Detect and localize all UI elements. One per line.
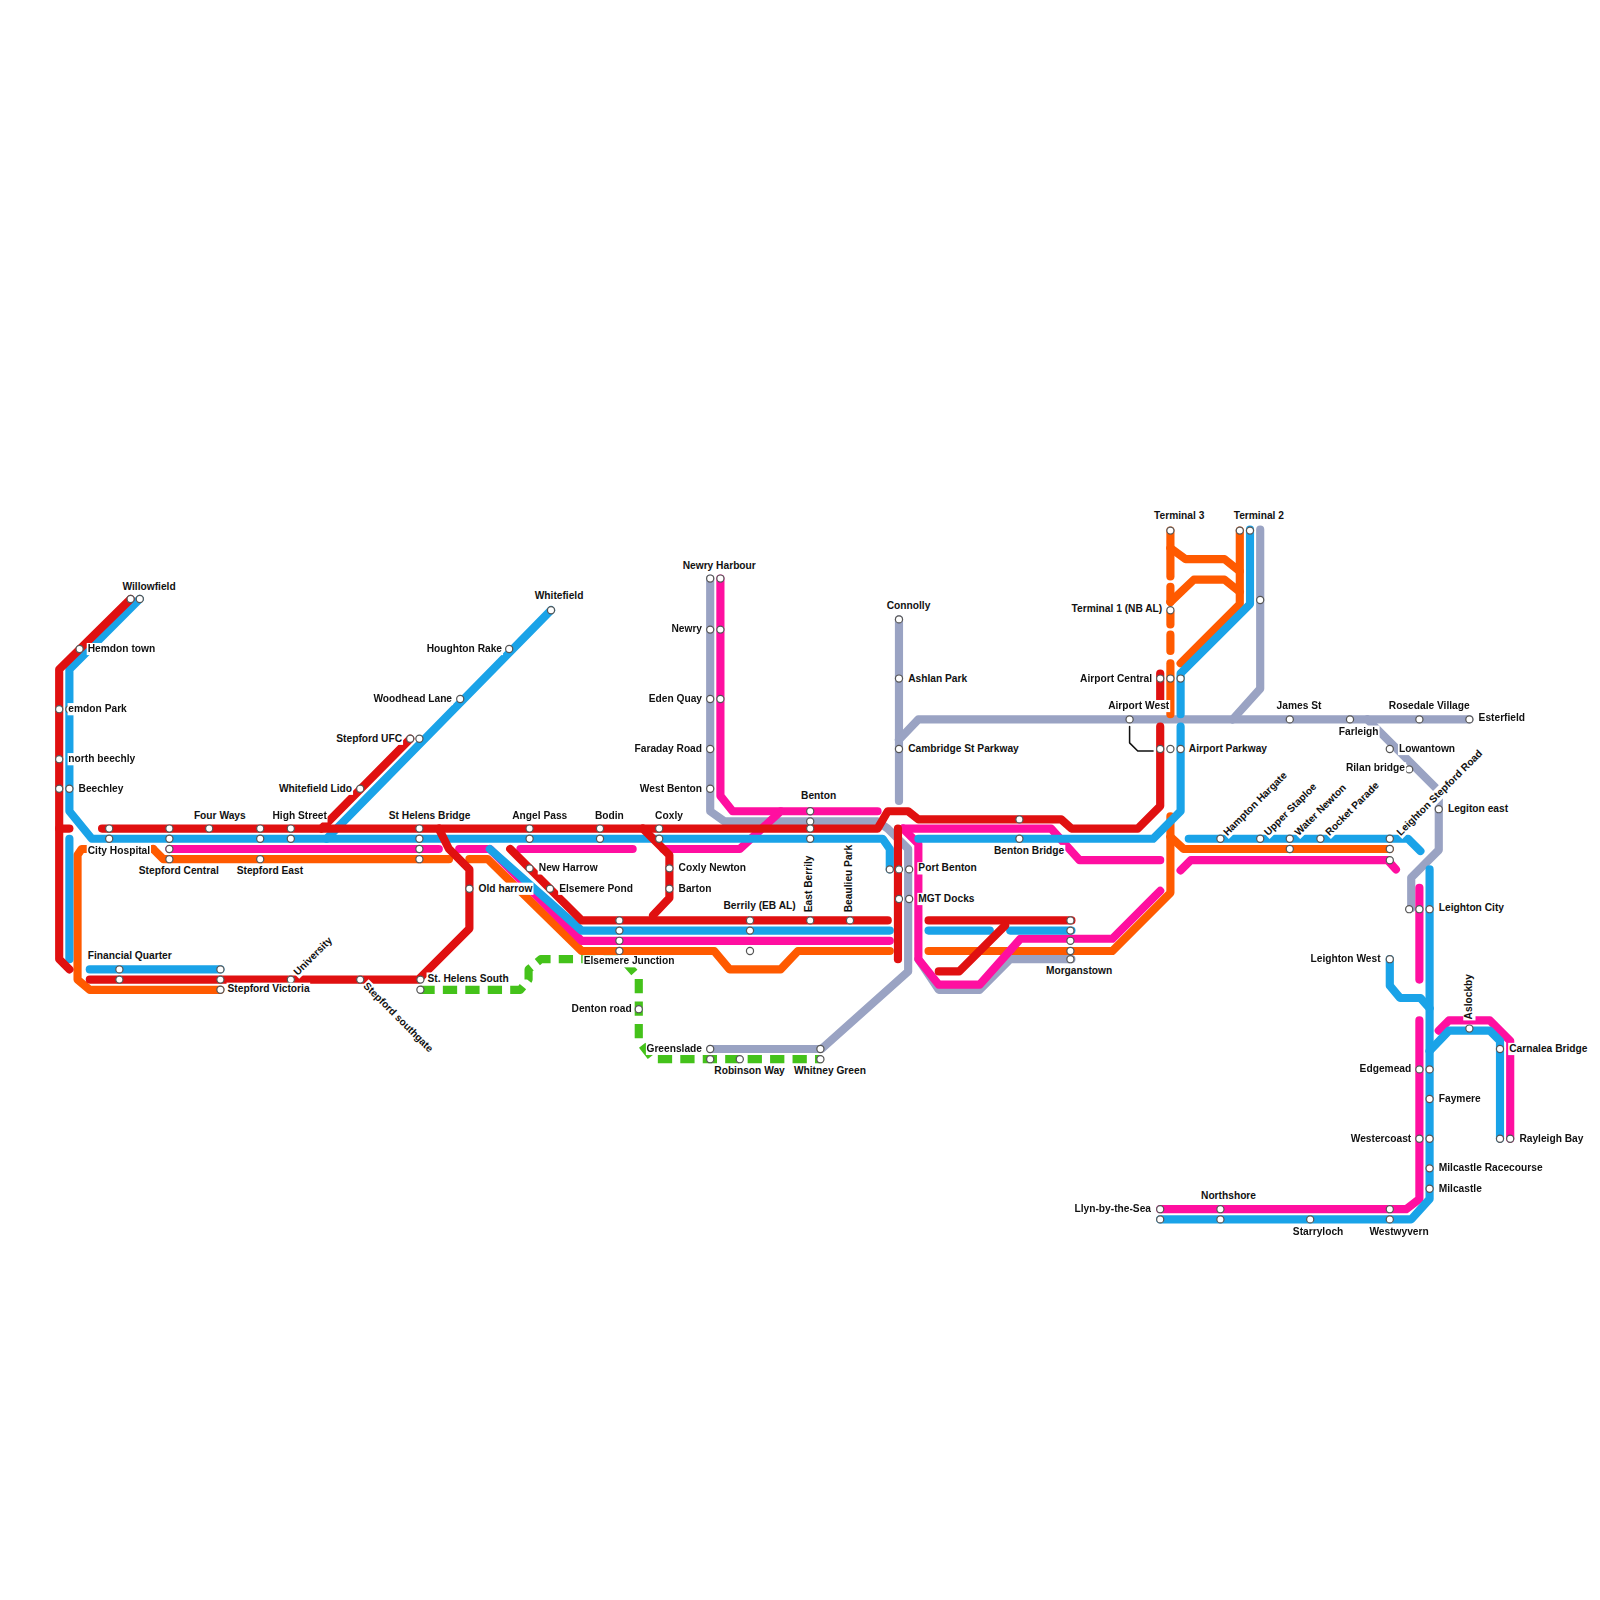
station-label: Angel Pass (511, 810, 568, 822)
station-label: Westercoast (1350, 1133, 1413, 1145)
station-label: Stepford Victoria (227, 983, 311, 995)
station-label: Newry (670, 622, 703, 634)
green-line (420, 959, 821, 1059)
station-label: Financial Quarter (87, 950, 173, 962)
station-label: Ashlan Park (907, 672, 968, 684)
station-label: Benton Bridge (993, 845, 1065, 857)
station-label: New Harrow (538, 862, 599, 874)
station-label: Barton (678, 883, 713, 895)
station-label: Lowantown (1398, 743, 1456, 755)
orange-line (78, 531, 1390, 990)
station-label: Robinson Way (713, 1065, 786, 1077)
station-label: St Helens Bridge (388, 810, 472, 822)
walk-link (1130, 727, 1153, 751)
station-label: Stepford UFC (335, 733, 403, 745)
station-label: Cambridge St Parkway (907, 743, 1020, 755)
pink-line (169, 579, 1510, 1210)
station-label: Aslockby (1463, 973, 1475, 1020)
station-label: Connolly (886, 600, 932, 612)
station-label: Hemdon town (87, 643, 156, 655)
station-label: City Hospital (87, 845, 151, 857)
station-label: Greenslade (645, 1043, 703, 1055)
station-label: High Street (271, 810, 327, 822)
station-label: West Benton (639, 783, 703, 795)
station-label: Leighton City (1438, 902, 1505, 914)
station-label: Airport Central (1079, 672, 1153, 684)
station-label: Elsemere Pond (558, 883, 634, 895)
station-label: Milcastle Racecourse (1438, 1162, 1544, 1174)
station-label: Denton road (571, 1003, 633, 1015)
station-label: Whitney Green (793, 1065, 867, 1077)
station-label: Terminal 1 (NB AL) (1071, 603, 1164, 615)
station-label: Elsemere Junction (583, 955, 676, 967)
station-label: Newry Harbour (682, 560, 757, 572)
station-label: Stepford East (236, 865, 304, 877)
station-label: Airport Parkway (1188, 743, 1268, 755)
station-label: Whitefield (534, 590, 585, 602)
station-label: Eden Quay (648, 693, 703, 705)
station-label: Westwyvern (1368, 1226, 1429, 1238)
red-line (59, 599, 1160, 980)
station-label: Bodin (594, 810, 625, 822)
station-label: Rilan bridge (1345, 762, 1406, 774)
station-label: Airport West (1107, 700, 1170, 712)
station-label: Legiton east (1447, 803, 1509, 815)
grey-line (710, 530, 1469, 1049)
station-label: Carnalea Bridge (1508, 1043, 1588, 1055)
station-label: Whitefield Lido (278, 783, 353, 795)
station-label: MGT Docks (917, 893, 975, 905)
station-label: Llyn-by-the-Sea (1073, 1203, 1152, 1215)
station-label: Morganstown (1045, 965, 1113, 977)
station-label: Beaulieu Park (843, 844, 855, 914)
station-label: University (291, 934, 336, 979)
station-label: Starryloch (1292, 1226, 1345, 1238)
station-label: Coxly Newton (678, 862, 748, 874)
station-label: Port Benton (917, 862, 977, 874)
station-label: Terminal 2 (1233, 510, 1285, 522)
station-label: Leighton West (1309, 953, 1381, 965)
station-label: Rayleigh Bay (1518, 1133, 1584, 1145)
blue-line (69, 530, 1500, 1220)
station-label: East Berrily (803, 854, 815, 913)
station-label: Houghton Rake (426, 643, 503, 655)
station-dots (56, 527, 1514, 1223)
station-label: Old harrow (478, 883, 534, 895)
station-label: Coxly (654, 810, 684, 822)
station-label: Rosedale Village (1388, 700, 1471, 712)
station-label: Milcastle (1438, 1183, 1483, 1195)
station-label: Farleigh (1338, 726, 1380, 738)
station-label: Benton (800, 790, 837, 802)
station-label: Faraday Road (634, 743, 704, 755)
station-label: Willowfield (121, 581, 176, 593)
station-label: Stepford Central (138, 865, 220, 877)
station-label: north beechly (67, 753, 136, 765)
station-label: Berrily (EB AL) (722, 900, 796, 912)
station-label: James St (1276, 700, 1323, 712)
station-label: Rocket Parade (1322, 779, 1382, 839)
station-label: Edgemead (1359, 1063, 1413, 1075)
station-label: Faymere (1438, 1093, 1482, 1105)
station-label: Four Ways (193, 810, 247, 822)
station-label: Woodhead Lane (372, 693, 453, 705)
station-label: Northshore (1200, 1190, 1257, 1202)
station-label: Beechley (78, 783, 125, 795)
station-label: St. Helens South (427, 972, 510, 984)
station-label: Terminal 3 (1153, 510, 1205, 522)
station-label: emdon Park (67, 703, 127, 715)
station-label: Esterfield (1478, 712, 1527, 724)
